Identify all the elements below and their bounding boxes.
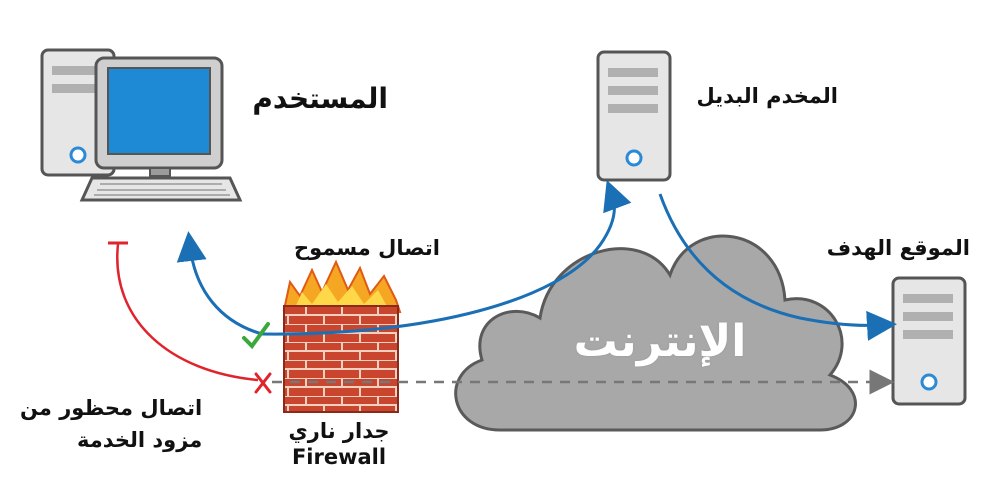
firewall-label: جدار ناري Firewall (284, 418, 394, 470)
target-site-label: الموقع الهدف (826, 236, 970, 260)
blocked-connection-line1: اتصال محظور من (20, 396, 203, 420)
user-label: المستخدم (252, 82, 388, 115)
blocked-arrow (108, 241, 259, 382)
computer-icon (40, 48, 243, 202)
x-icon (254, 372, 272, 394)
firewall-label-ar: جدار ناري (288, 419, 390, 443)
allowed-connection-label: اتصال مسموح (294, 236, 440, 260)
cloud-icon (454, 234, 857, 432)
target-server-icon (891, 276, 967, 406)
blocked-connection-label: اتصال محظور من مزود الخدمة (20, 392, 202, 456)
server-icon (596, 50, 672, 182)
allowed-arrow-to-user (176, 231, 263, 336)
allowed-arrow-to-proxy (261, 179, 632, 336)
proxy-arrow-to-target (658, 193, 897, 341)
proxy-server-label: المخدم البديل (696, 84, 838, 108)
firewall-icon (282, 259, 402, 413)
firewall-label-en: Firewall (291, 445, 387, 469)
check-icon (242, 322, 270, 350)
internet-label: الإنترنت (573, 316, 747, 367)
blocked-connection-line2: مزود الخدمة (76, 428, 203, 452)
